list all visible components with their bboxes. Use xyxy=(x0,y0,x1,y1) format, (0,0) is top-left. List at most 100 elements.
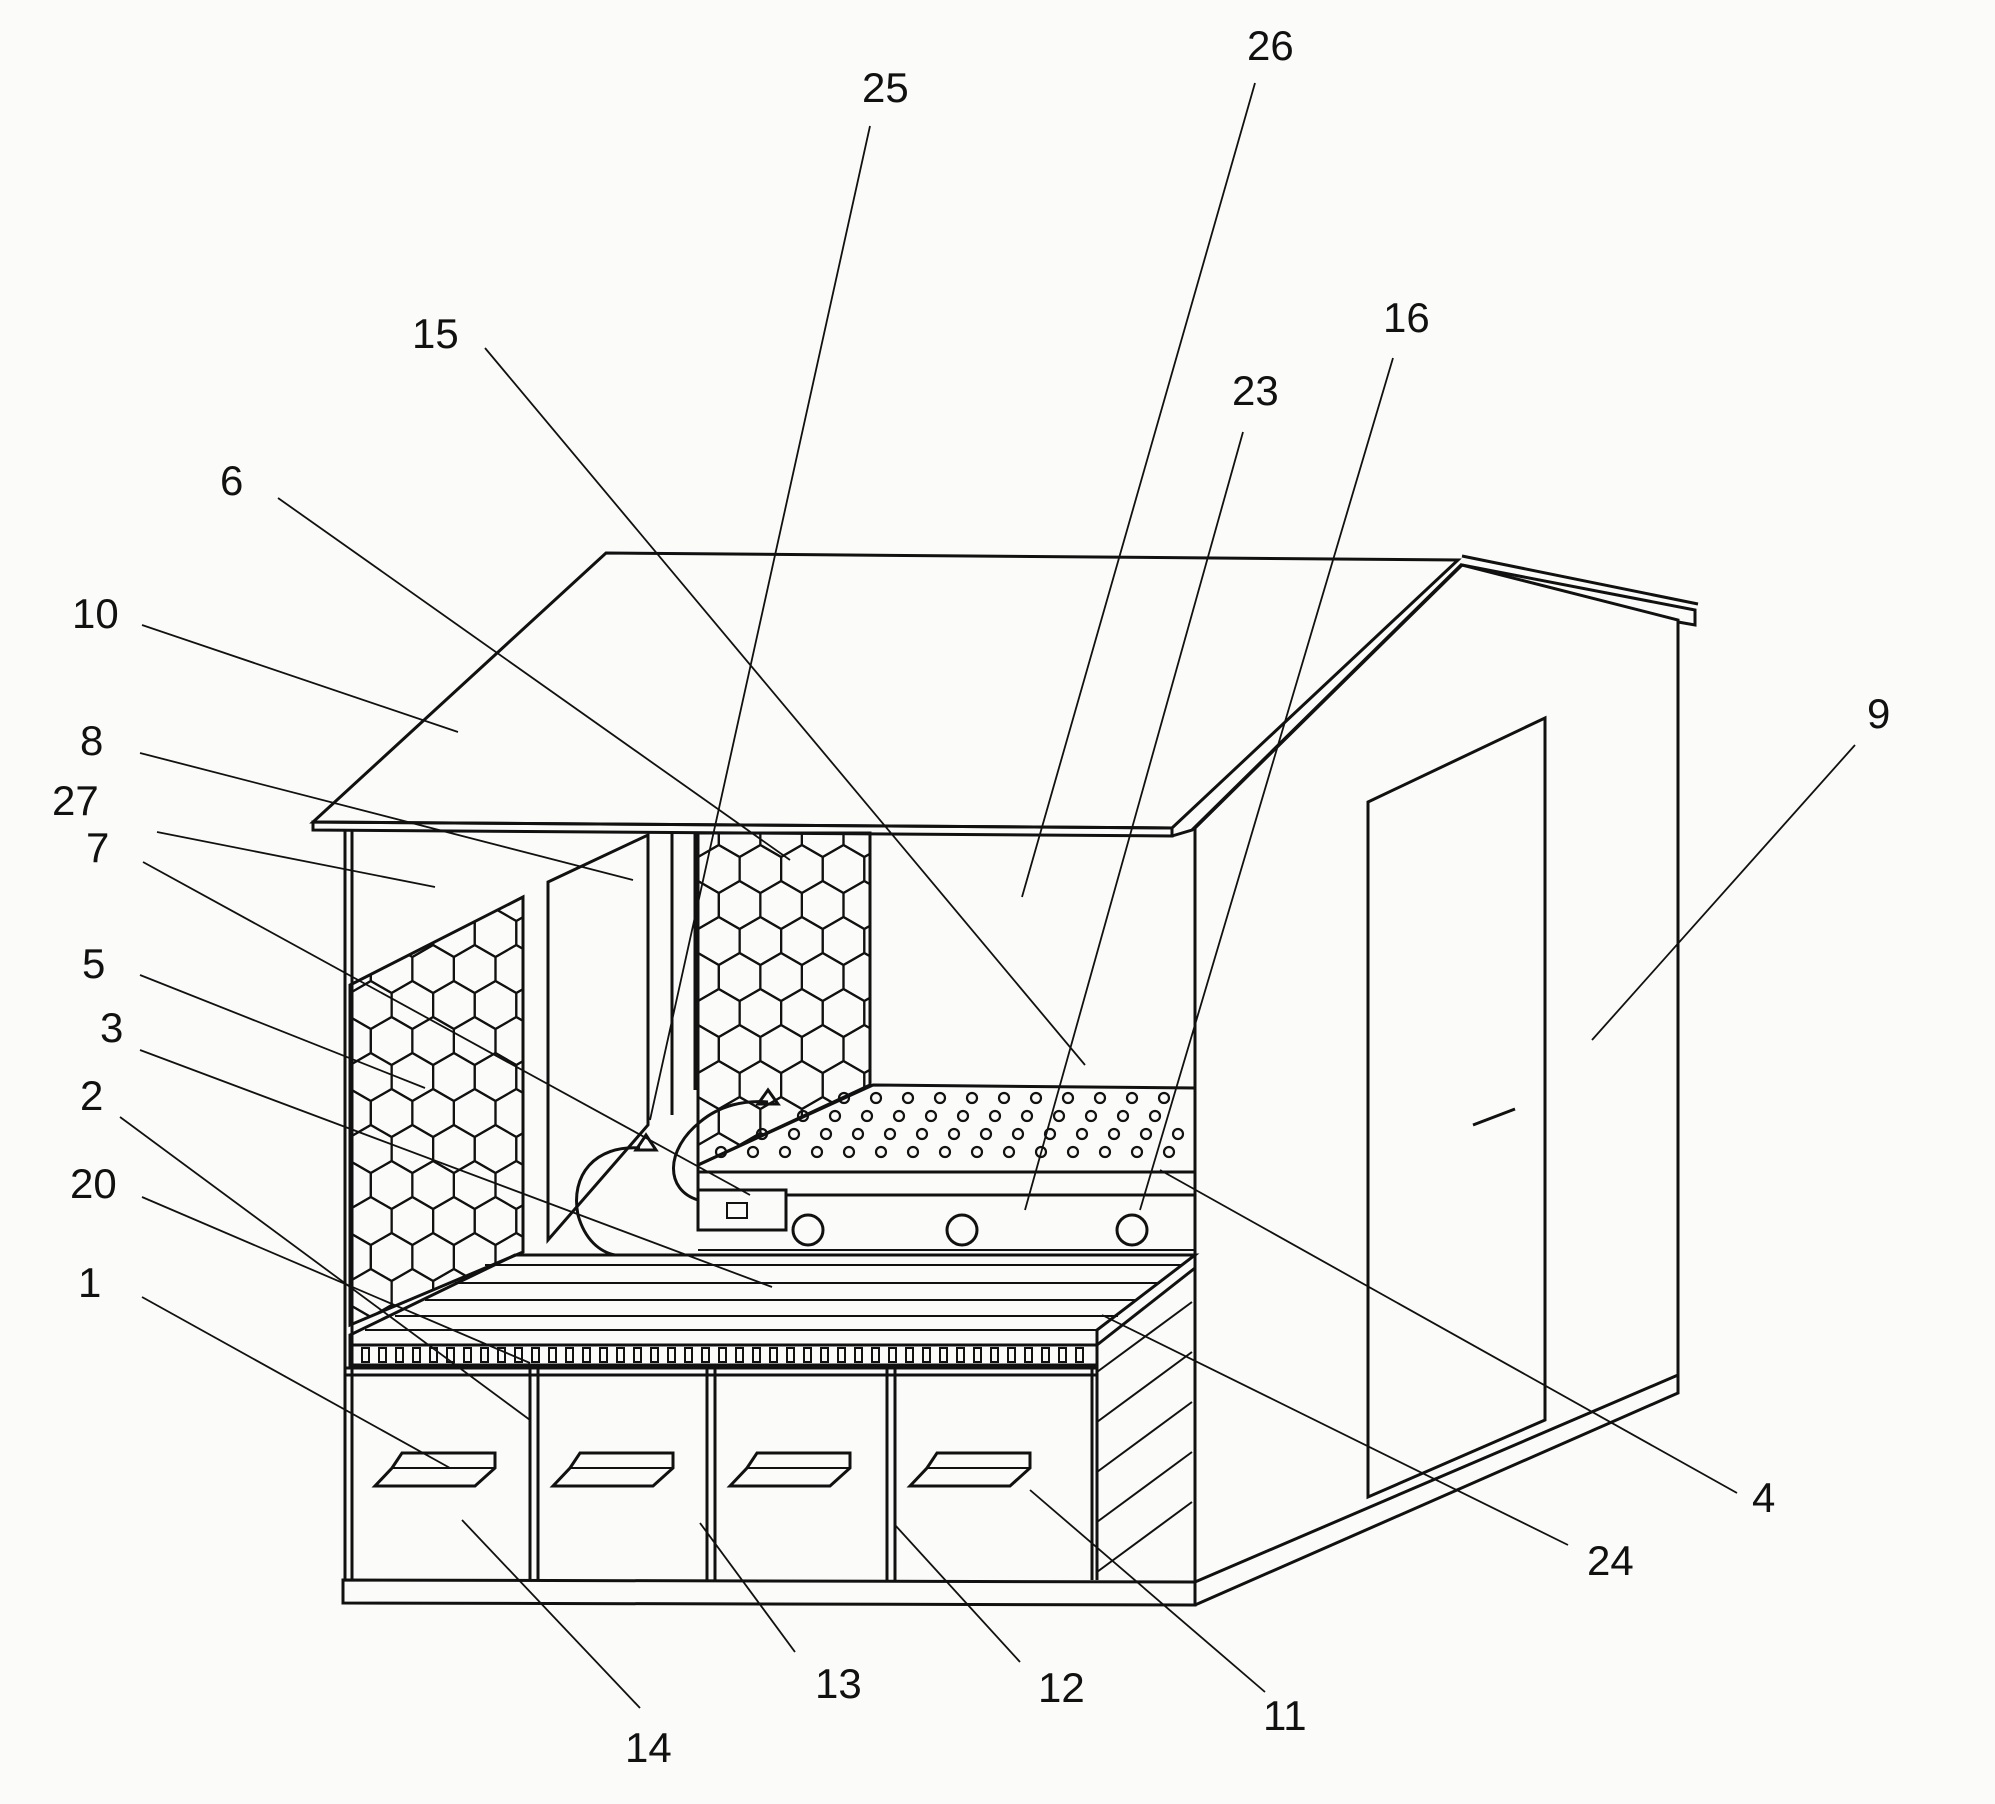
label-15: 15 xyxy=(412,310,459,357)
perforation-hole xyxy=(935,1093,945,1103)
label-12: 12 xyxy=(1038,1664,1085,1711)
grille-slot xyxy=(481,1348,488,1362)
hexagon-cell xyxy=(329,873,371,921)
perforation-hole xyxy=(1068,1147,1078,1157)
grille-slot xyxy=(940,1348,947,1362)
perforation-hole xyxy=(885,1129,895,1139)
perforation-hole xyxy=(958,1111,968,1121)
grille-slot xyxy=(753,1348,760,1362)
hexagon-cell xyxy=(656,1133,698,1181)
perforation-hole xyxy=(999,1093,1009,1103)
perforation-hole xyxy=(940,1147,950,1157)
grille-slot xyxy=(957,1348,964,1362)
grille-slot xyxy=(379,1348,386,1362)
back-honeycomb-panel xyxy=(636,809,927,1181)
hexagon-cell xyxy=(537,1017,579,1065)
label-26: 26 xyxy=(1247,22,1294,69)
grille-slot xyxy=(838,1348,845,1362)
grille-slot xyxy=(702,1348,709,1362)
perforation-hole xyxy=(862,1111,872,1121)
perforation-hole xyxy=(917,1129,927,1139)
hexagon-cell xyxy=(864,1133,906,1181)
leader-7 xyxy=(143,862,750,1195)
hexagon-cell xyxy=(885,953,927,1001)
hexagon-cell xyxy=(537,1233,579,1281)
perforation-hole xyxy=(967,1093,977,1103)
hexagon-cell xyxy=(496,1233,538,1281)
leader-13 xyxy=(700,1523,795,1652)
label-27: 27 xyxy=(52,777,99,824)
vent-grille xyxy=(350,1345,1097,1365)
grille-slot xyxy=(549,1348,556,1362)
hexagon-cell xyxy=(740,1133,782,1181)
perforation-hole xyxy=(1077,1129,1087,1139)
perforation-hole xyxy=(1150,1111,1160,1121)
grille-slot xyxy=(1025,1348,1032,1362)
label-7: 7 xyxy=(86,824,109,871)
hexagon-cell xyxy=(475,1269,517,1317)
grille-slot xyxy=(804,1348,811,1362)
grille-slot xyxy=(1042,1348,1049,1362)
drawer-handle xyxy=(375,1453,495,1486)
label-2: 2 xyxy=(80,1072,103,1119)
leader-27 xyxy=(157,832,435,887)
perforation-hole xyxy=(1132,1147,1142,1157)
side-louver xyxy=(1092,1302,1192,1580)
label-16: 16 xyxy=(1383,294,1430,341)
grille-slot xyxy=(872,1348,879,1362)
grille-slot xyxy=(719,1348,726,1362)
perforation-hole xyxy=(844,1147,854,1157)
grille-slot xyxy=(566,1348,573,1362)
label-11: 11 xyxy=(1263,1692,1307,1739)
perforation-hole xyxy=(981,1129,991,1139)
grille-slot xyxy=(787,1348,794,1362)
perforation-hole xyxy=(949,1129,959,1139)
perforation-hole xyxy=(1109,1129,1119,1139)
label-6: 6 xyxy=(220,457,243,504)
perforation-hole xyxy=(830,1111,840,1121)
grille-slot xyxy=(974,1348,981,1362)
label-3: 3 xyxy=(100,1004,123,1051)
leader-20 xyxy=(142,1197,530,1363)
grille-slot xyxy=(651,1348,658,1362)
grille-slot xyxy=(855,1348,862,1362)
hexagon-cell xyxy=(412,873,454,921)
leader-10 xyxy=(142,625,458,732)
perforation-hole xyxy=(821,1129,831,1139)
grille-slot xyxy=(634,1348,641,1362)
hexagon-cell xyxy=(288,1305,330,1353)
leader-2 xyxy=(120,1117,530,1420)
grille-slot xyxy=(668,1348,675,1362)
perforation-hole xyxy=(1095,1093,1105,1103)
hexagon-cell xyxy=(885,881,927,929)
perforation-hole xyxy=(1164,1147,1174,1157)
label-10: 10 xyxy=(72,590,119,637)
drawer-row xyxy=(345,1368,1097,1580)
grille-slot xyxy=(413,1348,420,1362)
grille-slot xyxy=(1008,1348,1015,1362)
label-23: 23 xyxy=(1232,367,1279,414)
grille-slot xyxy=(532,1348,539,1362)
left-honeycomb-panel xyxy=(288,873,579,1353)
hexagon-cell xyxy=(656,917,698,965)
perforation-hole xyxy=(1031,1093,1041,1103)
grille-slot xyxy=(770,1348,777,1362)
label-5: 5 xyxy=(82,940,105,987)
hexagon-cell xyxy=(537,873,579,921)
label-24: 24 xyxy=(1587,1537,1634,1584)
perforation-hole xyxy=(1159,1093,1169,1103)
grille-slot xyxy=(821,1348,828,1362)
grille-slot xyxy=(736,1348,743,1362)
hexagon-cell xyxy=(537,945,579,993)
grille-slot xyxy=(923,1348,930,1362)
perforation-hole xyxy=(748,1147,758,1157)
grille-slot xyxy=(464,1348,471,1362)
label-9: 9 xyxy=(1867,690,1890,737)
rail-hole xyxy=(793,1215,823,1245)
leader-1 xyxy=(142,1297,450,1468)
hexagon-cell xyxy=(656,1061,698,1109)
hexagon-cell xyxy=(288,1161,330,1209)
leader-14 xyxy=(462,1520,640,1708)
